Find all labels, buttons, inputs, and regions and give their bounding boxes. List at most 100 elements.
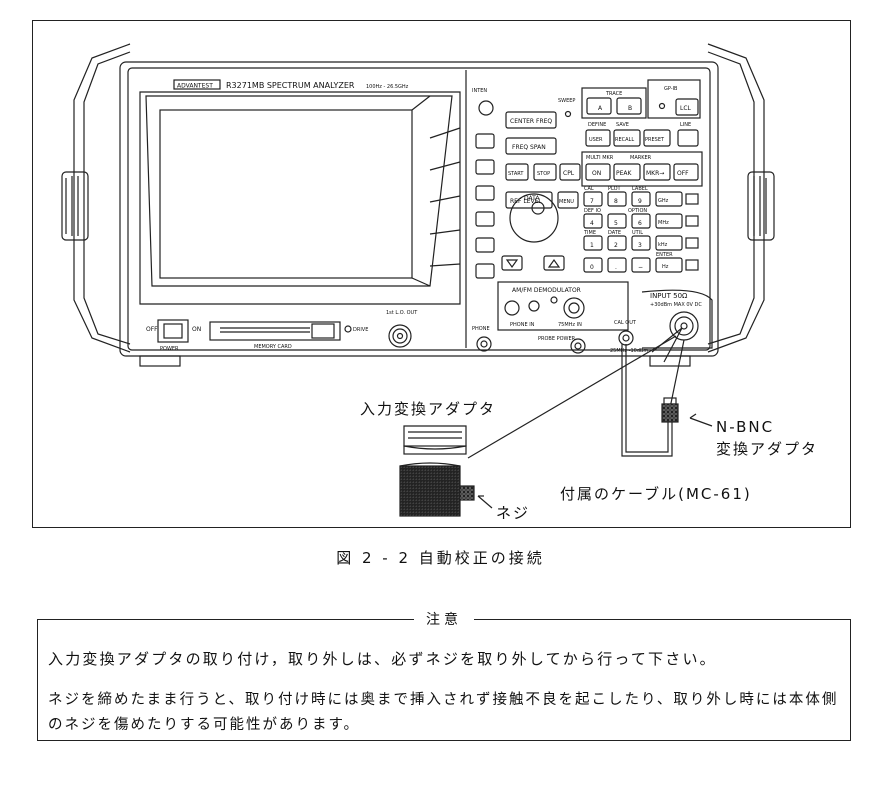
lo-out-connector[interactable] bbox=[388, 324, 412, 348]
trace-b-key[interactable] bbox=[616, 97, 642, 115]
inten-knob[interactable] bbox=[478, 100, 494, 116]
svg-text:MKR→: MKR→ bbox=[646, 170, 664, 177]
svg-text:SAVE: SAVE bbox=[616, 122, 629, 128]
cpl-key[interactable] bbox=[559, 163, 581, 181]
khz-key[interactable] bbox=[655, 235, 683, 251]
freq-span-key[interactable] bbox=[505, 137, 557, 155]
svg-text:STOP: STOP bbox=[537, 171, 550, 177]
cable-label: 付属のケーブル(MC-61) bbox=[560, 485, 752, 503]
start-key[interactable] bbox=[505, 163, 529, 181]
caution-box: 注意 入力変換アダプタの取り付け，取り外しは、必ずネジを取り外してから行って下さ… bbox=[37, 612, 851, 741]
ref-level-key[interactable] bbox=[505, 191, 553, 209]
svg-text:INTEN: INTEN bbox=[472, 88, 487, 94]
nbnc-adapter-label: 変換アダプタ bbox=[716, 440, 818, 458]
svg-text:4: 4 bbox=[590, 220, 594, 227]
lcl-key[interactable] bbox=[675, 98, 699, 116]
peak-key[interactable] bbox=[613, 163, 641, 181]
line-key[interactable] bbox=[677, 129, 699, 147]
cal-out-connector[interactable] bbox=[618, 330, 634, 346]
power-switch[interactable] bbox=[157, 319, 189, 343]
svg-text:DATA: DATA bbox=[524, 195, 540, 202]
svg-text:CAL OUT: CAL OUT bbox=[614, 320, 637, 326]
trace-group bbox=[581, 87, 647, 119]
svg-text:AM/FM DEMODULATOR: AM/FM DEMODULATOR bbox=[512, 287, 581, 294]
phone-jack[interactable] bbox=[476, 336, 492, 352]
recall-key[interactable] bbox=[613, 129, 641, 147]
marker-group bbox=[581, 151, 703, 187]
numpad bbox=[583, 191, 651, 273]
figure-caption: 図 2 - 2 自動校正の接続 bbox=[336, 549, 545, 567]
svg-text:PROBE POWER: PROBE POWER bbox=[538, 336, 576, 342]
svg-text:75MHz IN: 75MHz IN bbox=[558, 322, 582, 328]
remote-led bbox=[658, 102, 666, 110]
data-knob[interactable] bbox=[509, 193, 559, 243]
adapter-pointer-line bbox=[467, 335, 677, 459]
lo-out-label: 1st L.O. OUT bbox=[386, 310, 418, 316]
svg-text:−: − bbox=[638, 264, 643, 271]
svg-text:MENU: MENU bbox=[559, 199, 574, 205]
menu-key[interactable] bbox=[557, 191, 579, 209]
memory-card-label: MEMORY CARD bbox=[254, 344, 292, 350]
left-handle bbox=[61, 43, 131, 353]
hz-key[interactable] bbox=[655, 257, 683, 273]
svg-text:USER: USER bbox=[589, 137, 603, 143]
svg-text:ENTER: ENTER bbox=[656, 252, 673, 258]
probe-power-connector[interactable] bbox=[570, 338, 586, 354]
svg-text:MHz: MHz bbox=[658, 220, 669, 226]
svg-text:MARKER: MARKER bbox=[630, 155, 652, 161]
input-connector[interactable] bbox=[669, 311, 699, 341]
brand-badge bbox=[173, 79, 221, 90]
crt-display bbox=[139, 91, 461, 305]
soft-key-column[interactable] bbox=[475, 133, 495, 279]
preset-key[interactable] bbox=[643, 129, 671, 147]
svg-text:PLOT: PLOT bbox=[608, 186, 622, 192]
caution-line-1: 入力変換アダプタの取り付け，取り外しは、必ずネジを取り外してから行って下さい。 bbox=[48, 650, 717, 668]
svg-text:PHONE IN: PHONE IN bbox=[510, 322, 535, 328]
svg-text:GHz: GHz bbox=[658, 198, 669, 204]
svg-text:LINE: LINE bbox=[680, 122, 691, 128]
screw-label: ネジ bbox=[496, 504, 530, 522]
svg-text:RECALL: RECALL bbox=[615, 137, 634, 143]
user-key[interactable] bbox=[585, 129, 611, 147]
svg-text:MULTI MKR: MULTI MKR bbox=[586, 155, 614, 161]
svg-text:GP-IB: GP-IB bbox=[664, 86, 678, 92]
svg-text:TRACE: TRACE bbox=[605, 91, 622, 97]
phone-in-jack[interactable] bbox=[528, 300, 540, 312]
step-down-key[interactable] bbox=[501, 255, 523, 271]
right-handle bbox=[707, 43, 775, 353]
svg-text:REF LEVEL: REF LEVEL bbox=[510, 198, 542, 205]
adapter-label: 入力変換アダプタ bbox=[360, 400, 496, 418]
svg-text:OFF: OFF bbox=[146, 326, 158, 333]
demod-knob[interactable] bbox=[504, 300, 520, 316]
svg-text:FREQ SPAN: FREQ SPAN bbox=[512, 144, 546, 151]
svg-text:5: 5 bbox=[614, 220, 618, 227]
svg-text:A: A bbox=[598, 105, 603, 112]
svg-text:CAL: CAL bbox=[584, 186, 594, 192]
trace-a-key[interactable] bbox=[586, 97, 612, 115]
marker-off-key[interactable] bbox=[673, 163, 699, 181]
svg-text:kHz: kHz bbox=[658, 242, 668, 248]
svg-text:.: . bbox=[615, 264, 617, 271]
memory-card-slot[interactable] bbox=[209, 321, 341, 341]
if-in-connector[interactable] bbox=[563, 297, 585, 319]
svg-text:OPTION: OPTION bbox=[628, 208, 647, 214]
svg-text:SWEEP: SWEEP bbox=[558, 98, 575, 104]
svg-text:3: 3 bbox=[638, 242, 642, 249]
mkr-to-key[interactable] bbox=[643, 163, 671, 181]
svg-text:PEAK: PEAK bbox=[616, 170, 633, 177]
center-freq-key[interactable] bbox=[505, 111, 557, 129]
svg-text:LABEL: LABEL bbox=[632, 186, 648, 192]
model-text: R3271MB SPECTRUM ANALYZER bbox=[226, 81, 355, 90]
ghz-key[interactable] bbox=[655, 191, 683, 207]
svg-text:CENTER FREQ: CENTER FREQ bbox=[510, 118, 552, 125]
soft-keys-screen bbox=[429, 127, 461, 267]
marker-on-key[interactable] bbox=[585, 163, 611, 181]
mhz-key[interactable] bbox=[655, 213, 683, 229]
svg-text:ON: ON bbox=[192, 326, 201, 333]
svg-text:+30dBm MAX 0V DC: +30dBm MAX 0V DC bbox=[650, 302, 702, 308]
input-adapter bbox=[399, 425, 493, 517]
svg-text:DRIVE: DRIVE bbox=[353, 327, 368, 333]
stop-key[interactable] bbox=[533, 163, 557, 181]
right-foot bbox=[649, 355, 691, 367]
step-up-key[interactable] bbox=[543, 255, 565, 271]
